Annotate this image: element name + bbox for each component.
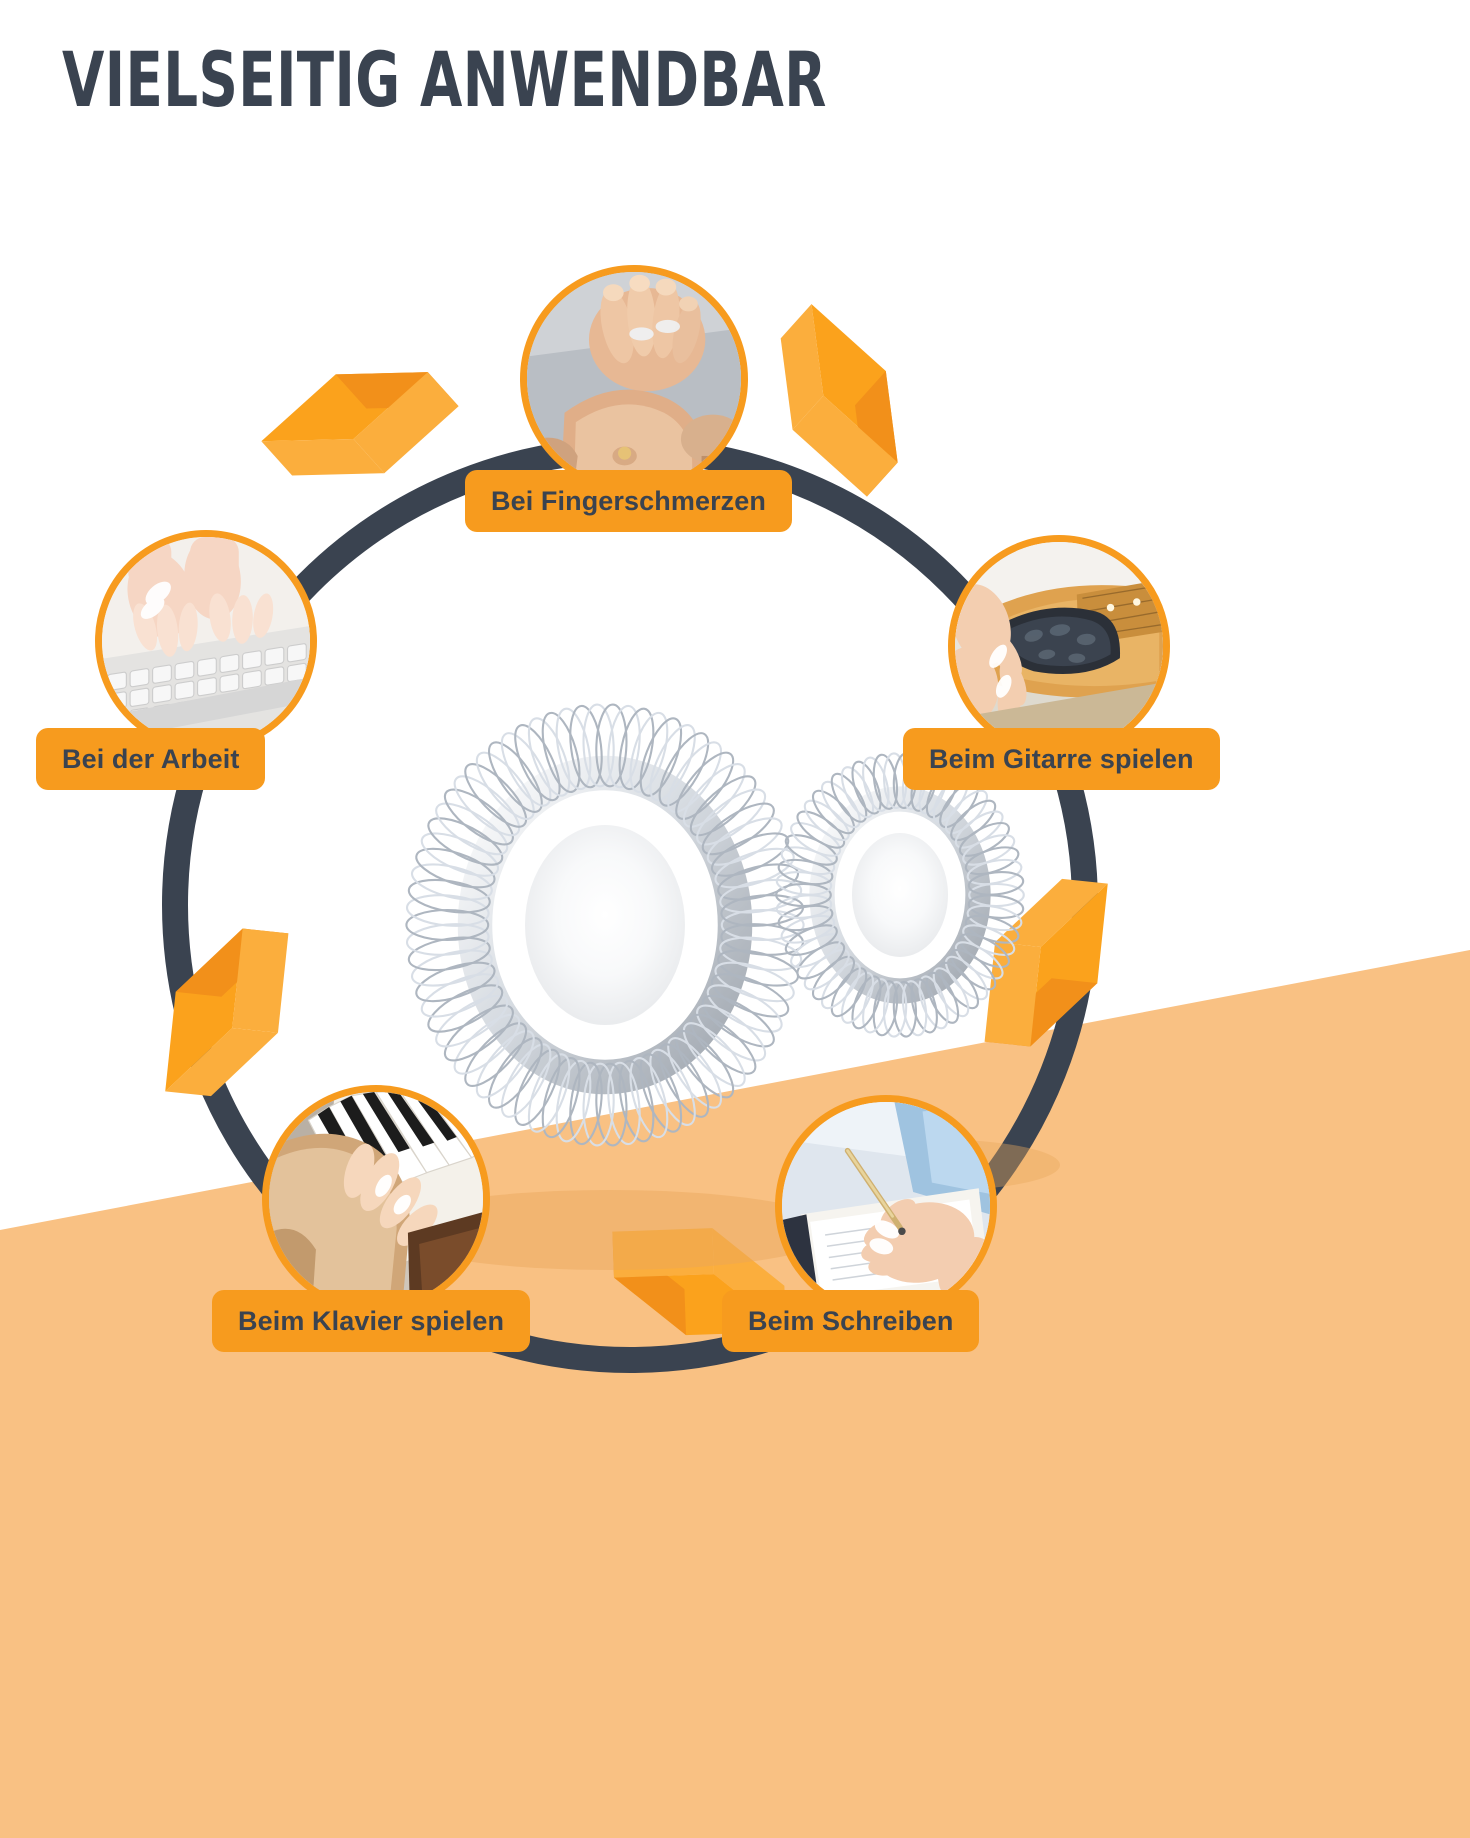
photo-hands-playing-piano — [269, 1092, 483, 1306]
badge-label: Beim Klavier spielen — [238, 1305, 505, 1336]
photo-hands-holding-wrist — [527, 272, 741, 486]
photo-circle-schreiben[interactable] — [775, 1095, 997, 1317]
badge-label: Beim Schreiben — [748, 1305, 954, 1336]
badge-label: Bei Fingerschmerzen — [491, 485, 766, 516]
badge-arbeit[interactable]: Bei der Arbeit — [36, 728, 266, 790]
badge-label: Beim Gitarre spielen — [929, 743, 1194, 774]
spring-ring-large — [405, 703, 805, 1147]
photo-hands-typing-keyboard — [102, 537, 310, 745]
photo-hands-playing-guitar — [955, 542, 1163, 750]
badge-klavier[interactable]: Beim Klavier spielen — [212, 1290, 531, 1352]
photo-circle-arbeit[interactable] — [95, 530, 317, 752]
arrow-left — [165, 928, 289, 1097]
photo-circle-klavier[interactable] — [262, 1085, 490, 1313]
badge-gitarre[interactable]: Beim Gitarre spielen — [903, 728, 1220, 790]
arrow-top-left — [261, 372, 459, 476]
page-title: VIELSEITIG ANWENDBAR — [62, 35, 827, 124]
spring-ring-small — [775, 752, 1025, 1038]
arrow-right — [984, 878, 1108, 1047]
badge-fingerschmerzen[interactable]: Bei Fingerschmerzen — [465, 470, 792, 532]
arrow-top-right — [780, 304, 898, 497]
badge-label: Bei der Arbeit — [62, 743, 240, 774]
photo-hand-writing-notebook — [782, 1102, 990, 1310]
photo-circle-gitarre[interactable] — [948, 535, 1170, 757]
photo-circle-fingerschmerzen[interactable] — [520, 265, 748, 493]
badge-schreiben[interactable]: Beim Schreiben — [722, 1290, 980, 1352]
